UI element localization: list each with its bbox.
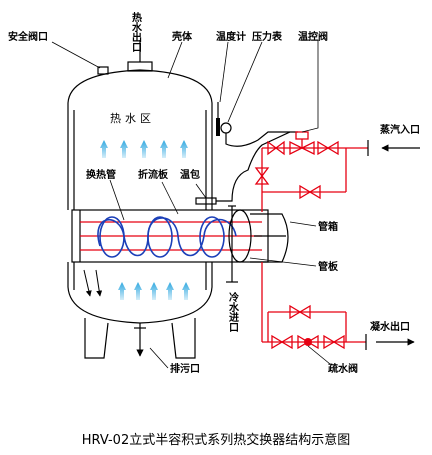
vessel-shell [67, 40, 213, 324]
label-condensate-outlet: 凝水出口 [370, 320, 410, 333]
flow-arrows-return [83, 269, 103, 297]
label-baffle: 折流板 [138, 168, 169, 181]
label-cold-water-inlet: 冷水进口 [227, 291, 240, 332]
cold-water-inlet-pipe [226, 205, 238, 283]
label-drain-outlet: 排污口 [170, 362, 200, 375]
tube-bundle [71, 209, 289, 263]
flow-arrows-lower [118, 282, 190, 300]
label-hot-water-outlet: 热水出口 [130, 11, 143, 52]
diagram-caption: HRV-02立式半容积式系列热交换器结构示意图 [82, 432, 350, 448]
label-tube-sheet: 管板 [318, 260, 339, 273]
label-hot-water-zone: 热水区 [110, 112, 155, 125]
label-safety-valve: 安全阀口 [8, 30, 48, 43]
label-steam-trap: 疏水阀 [328, 362, 358, 375]
label-heat-exchange-tube: 换热管 [86, 168, 116, 181]
label-temp-bulb: 温包 [180, 168, 200, 181]
label-tube-box: 管箱 [318, 220, 338, 233]
flow-arrows-upper [100, 140, 188, 158]
pressure-gauge [220, 122, 290, 147]
label-temp-control-valve: 温控阀 [298, 30, 328, 43]
steam-piping [254, 131, 369, 350]
support-legs [84, 318, 196, 359]
label-pressure-gauge: 压力表 [252, 30, 283, 43]
label-shell: 壳体 [171, 30, 193, 43]
thermometer [216, 102, 220, 136]
label-thermometer: 温度计 [216, 30, 246, 43]
leader-lines [51, 39, 331, 369]
label-steam-inlet: 蒸汽入口 [380, 123, 420, 136]
